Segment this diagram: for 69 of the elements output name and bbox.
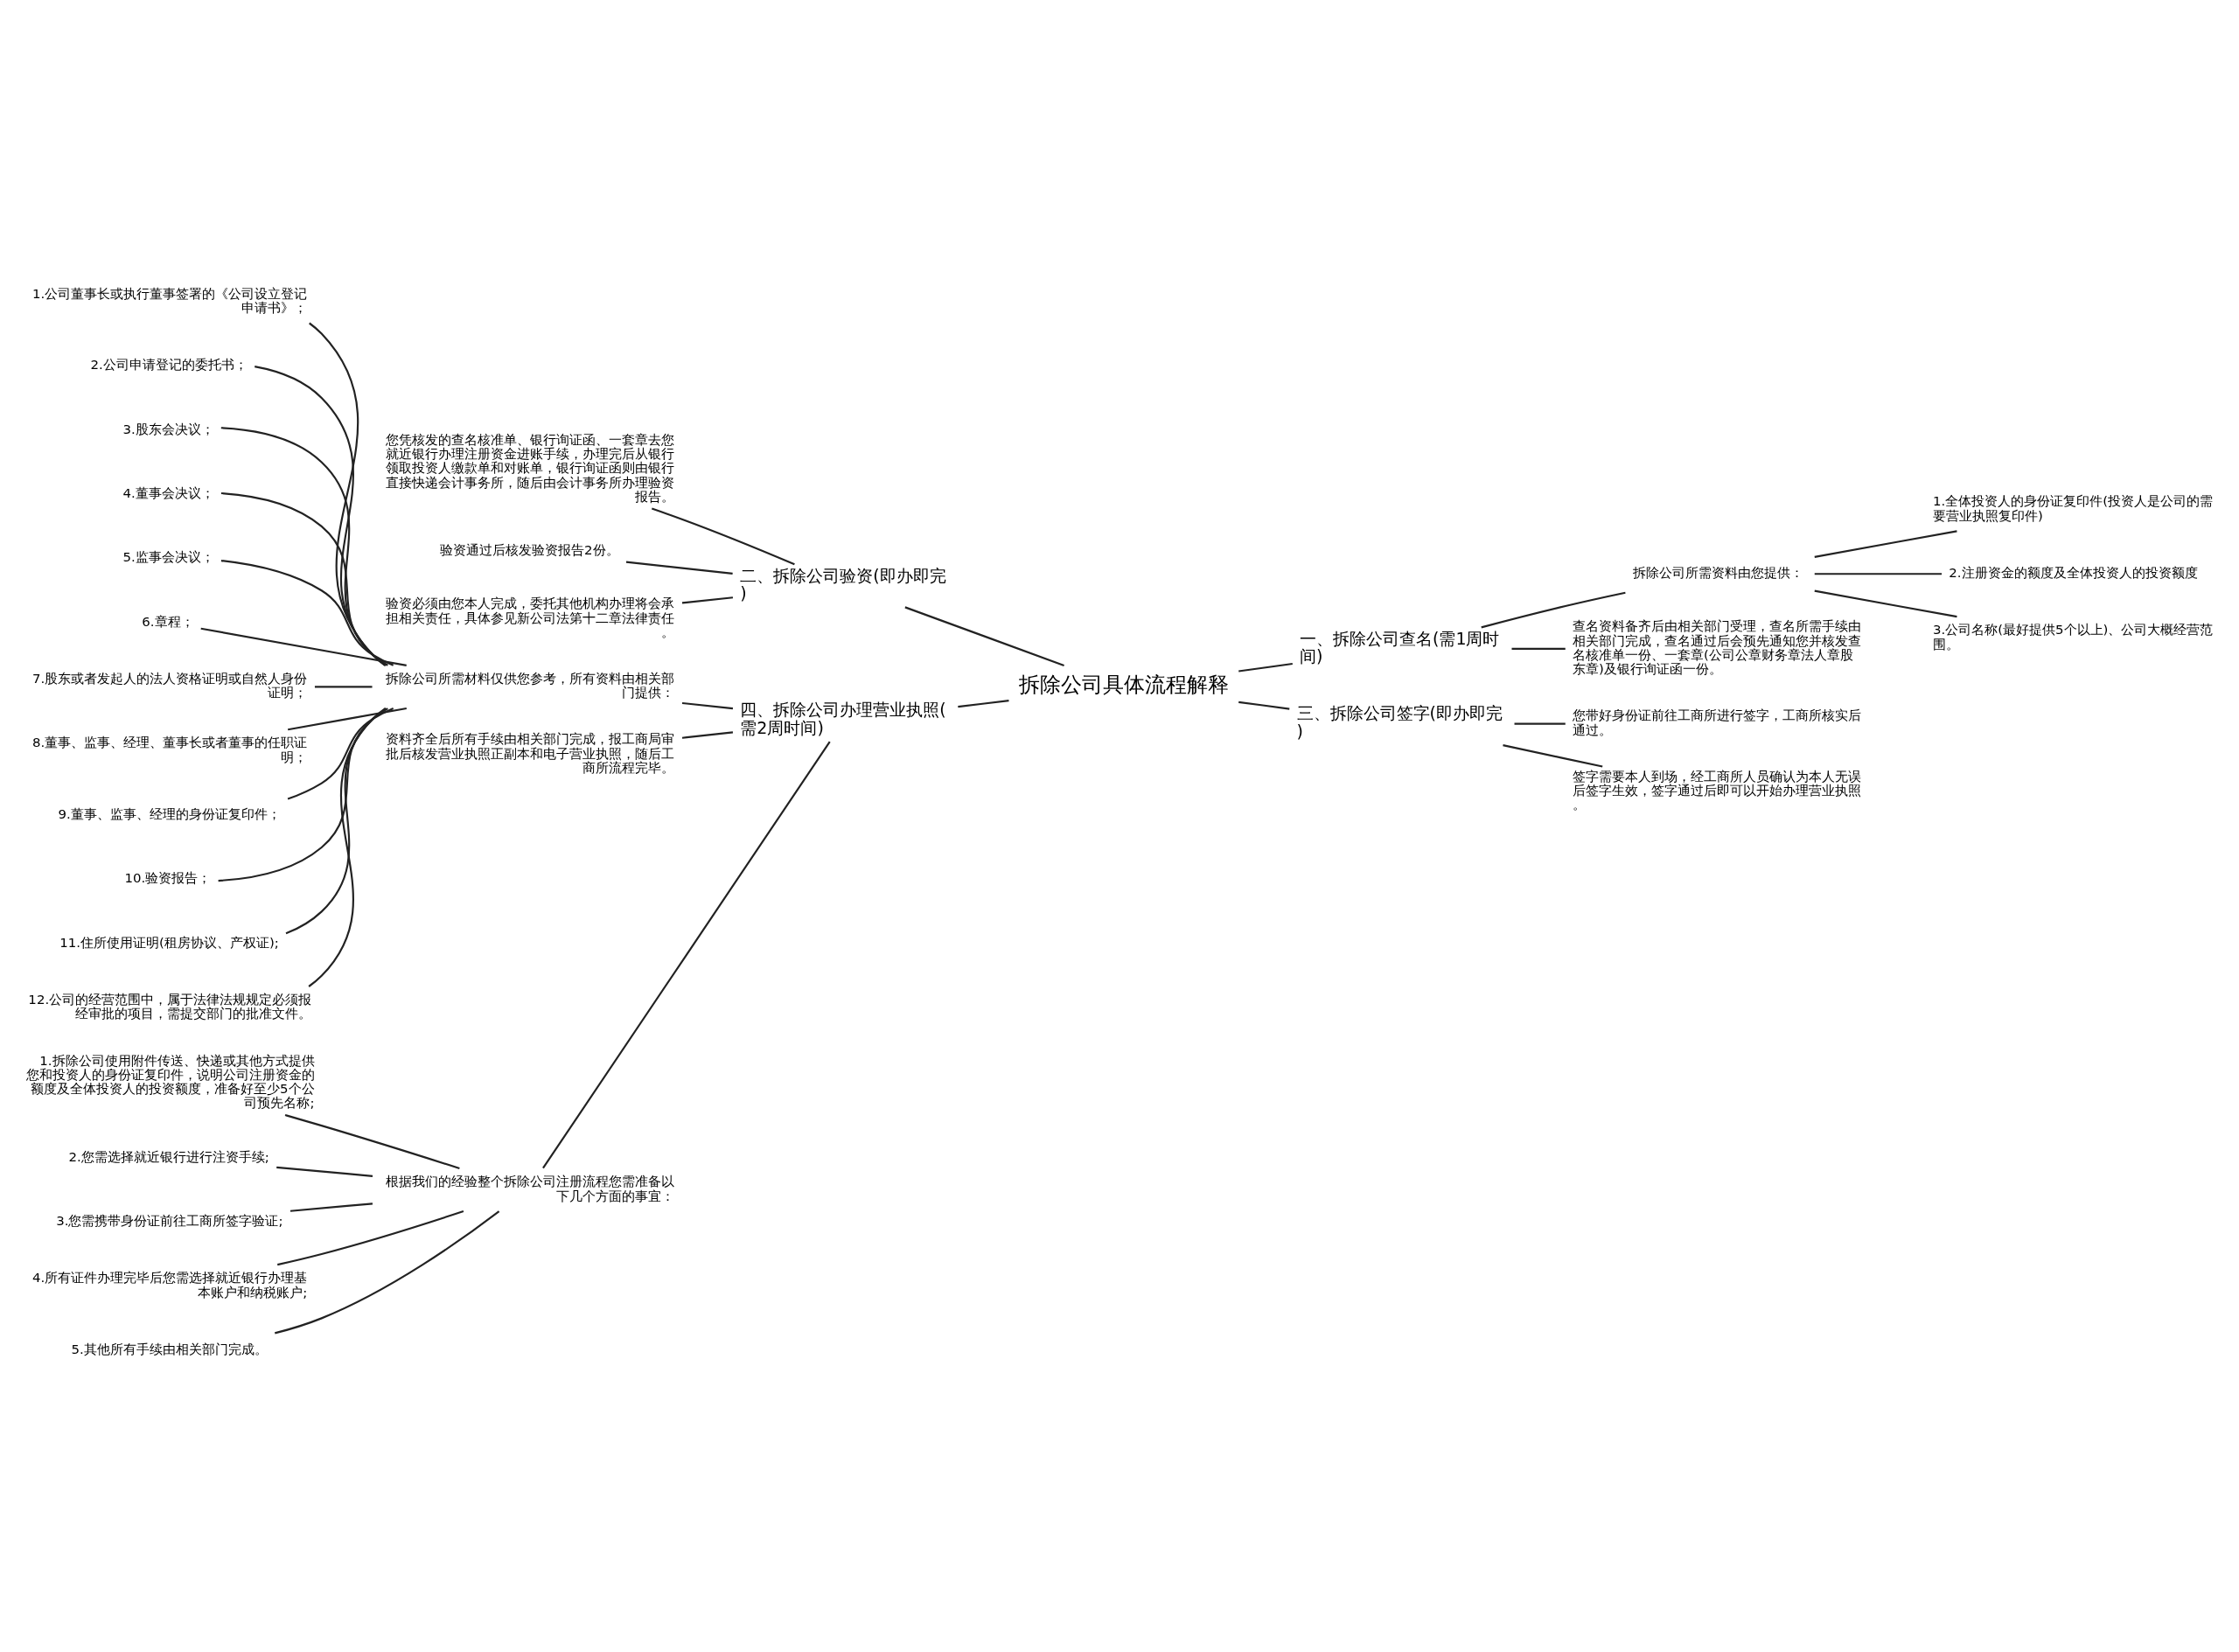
node-text: 5.监事会决议； (122, 549, 214, 566)
node-text: 6.章程； (142, 613, 194, 630)
connector (651, 507, 795, 566)
connector (1238, 662, 1293, 673)
node-text: 签字需要本人到场，经工商所人员确认为本人无误后签字生效，签字通过后即可以开始办理营业执照。 (1573, 768, 1862, 813)
connector (284, 1113, 460, 1169)
connector (309, 322, 386, 666)
connector (220, 491, 388, 666)
connector (681, 731, 734, 739)
connector (276, 1166, 373, 1177)
connector (1514, 722, 1566, 725)
node-text: 二、拆除公司验资(即办即完) (740, 565, 946, 603)
node-text: 四、拆除公司办理营业执照(需2周时间) (740, 700, 946, 737)
connector (218, 708, 388, 882)
node-text: 一、拆除公司查名(需1周时间) (1299, 628, 1500, 666)
node-text: 5.其他所有手续由相关部门完成。 (71, 1341, 268, 1357)
node-text: 9.董事、监事、经理的身份证复印件； (58, 806, 281, 823)
node-text: 验资必须由您本人完成，委托其他机构办理将会承担相关责任，具体参见新公司法第十二章法律责任。 (386, 596, 675, 641)
connector (287, 707, 408, 731)
node-text: 验资通过后核发验资报告2份。 (440, 542, 619, 559)
connector (220, 427, 387, 666)
connector (1238, 701, 1290, 710)
node-text: 三、拆除公司签字(即办即完) (1296, 703, 1503, 741)
connector (1814, 530, 1957, 558)
connector (308, 708, 387, 987)
node-text: 拆除公司所需资料由您提供： (1632, 565, 1803, 582)
node-text: 1.拆除公司使用附件传送、快递或其他方式提供您和投资人的身份证复印件，说明公司注册资金的额度及全体投资人的投资额度，准备好至少5个公司预先名称; (25, 1052, 315, 1112)
node-text: 2.您需选择就近银行进行注资手续; (68, 1148, 269, 1165)
node-text: 3.公司名称(最好提供5个以上)、公司大概经营范围。 (1932, 622, 2214, 652)
node-text: 8.董事、监事、经理、董事长或者董事的任职证明； (32, 735, 308, 765)
node-text: 您带好身份证前往工商所进行签字，工商所核实后通过。 (1573, 708, 1862, 738)
node-text: 10.验资报告； (124, 870, 212, 887)
connector (958, 700, 1009, 708)
connector (289, 1202, 373, 1212)
node-text: 1.公司董事长或执行董事签署的《公司设立登记申请书》； (32, 285, 308, 316)
node-text: 根据我们的经验整个拆除公司注册流程您需准备以下几个方面的事宜： (386, 1174, 675, 1204)
connector (285, 708, 387, 935)
connector (904, 606, 1064, 666)
connector (276, 1210, 464, 1266)
connector (681, 596, 734, 604)
node-text: 3.股东会决议； (122, 421, 214, 437)
node-text: 12.公司的经营范围中，属于法律法规规定必须报经审批的项目，需提交部门的批准文件。 (28, 992, 312, 1022)
node-text: 资料齐全后所有手续由相关部门完成，报工商局审批后核发营业执照正副本和电子营业执照，随后工商所流程完毕。 (386, 731, 675, 777)
node-text: 查名资料备齐后由相关部门受理，查名所需手续由相关部门完成，查名通过后会预先通知您并核发查名核准单一份、一套章(公司公章财务章法人章股东章)及银行询证函一份。 (1573, 618, 1862, 678)
node-text: 2.注册资金的额度及全体投资人的投资额度 (1949, 565, 2198, 582)
connector (200, 627, 407, 666)
connector (625, 561, 733, 575)
connector (255, 366, 387, 666)
node-text: 拆除公司所需材料仅供您参考，所有资料由相关部门提供： (386, 671, 675, 701)
node-text: 拆除公司具体流程解释 (1018, 672, 1229, 698)
node-text: 7.股东或者发起人的法人资格证明或自然人身份证明； (32, 671, 308, 701)
node-text: 1.全体投资人的身份证复印件(投资人是公司的需要营业执照复印件) (1932, 493, 2214, 524)
connector (1511, 647, 1566, 650)
connector (1503, 744, 1603, 768)
node-text: 2.公司申请登记的委托书； (90, 357, 248, 373)
connector (542, 741, 831, 1169)
connector (314, 686, 373, 688)
node-text: 3.您需携带身份证前往工商所签字验证; (56, 1213, 283, 1230)
node-text: 4.董事会决议； (122, 484, 214, 501)
node-text: 您凭核发的查名核准单、银行询证函、一套章去您就近银行办理注册资金进账手续，办理完后从银行领取投资人缴款单和对账单，银行询证函则由银行直接快递会计事务所，随后由会计事务所办理验资报告。 (386, 431, 675, 505)
connector (220, 560, 394, 666)
node-text: 4.所有证件办理完毕后您需选择就近银行办理基本账户和纳税账户; (32, 1270, 308, 1300)
connector (681, 701, 734, 710)
connector (1481, 591, 1626, 629)
connector (1814, 573, 1943, 575)
connector (1814, 589, 1957, 618)
node-text: 11.住所使用证明(租房协议、产权证); (59, 934, 279, 951)
connector (275, 1210, 500, 1335)
connector (287, 708, 394, 800)
